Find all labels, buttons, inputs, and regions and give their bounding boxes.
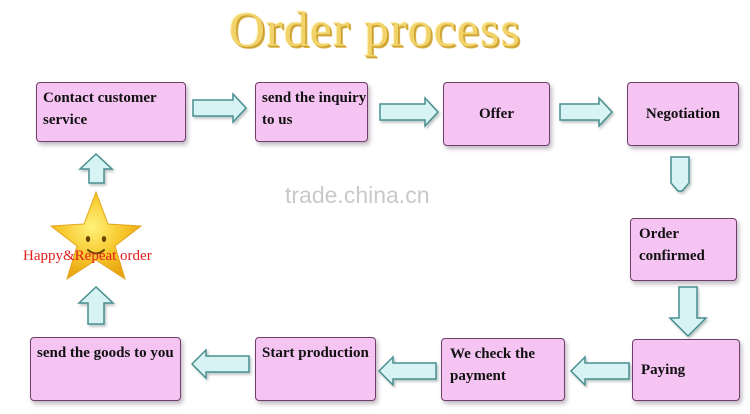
page-title: Order process — [228, 1, 522, 57]
step-label: Contact customer service — [43, 90, 157, 128]
arrow-up-icon — [78, 152, 114, 184]
step-negotiation: Negotiation — [627, 82, 739, 146]
arrow-left-icon — [377, 355, 437, 387]
step-label: send the goods to you — [37, 345, 174, 361]
step-send-inquiry: send the inquiry to us — [255, 82, 368, 142]
step-order-confirmed: Order confirmed — [630, 218, 737, 281]
arrow-right-icon — [192, 92, 248, 124]
arrow-left-icon — [569, 355, 630, 387]
step-send-goods: send the goods to you — [30, 337, 181, 401]
step-paying: Paying — [632, 339, 740, 401]
arrow-right-icon — [559, 96, 614, 128]
step-label: Paying — [641, 362, 686, 378]
happy-repeat-order-label: Happy&Repeat order — [23, 248, 152, 264]
step-label: We check the payment — [450, 346, 535, 384]
step-contact-customer-service: Contact customer service — [36, 82, 186, 142]
step-label: Negotiation — [645, 106, 721, 122]
arrow-up-icon — [77, 285, 115, 325]
step-check-payment: We check the payment — [441, 338, 565, 401]
arrow-down-icon — [670, 156, 690, 192]
step-offer: Offer — [443, 82, 550, 146]
step-label: send the inquiry to us — [262, 90, 367, 128]
watermark: trade.china.cn — [285, 182, 430, 208]
step-label: Start production — [262, 345, 369, 361]
step-label: Offer — [479, 106, 514, 122]
arrow-down-icon — [668, 286, 708, 338]
step-start-production: Start production — [255, 337, 376, 401]
arrow-left-icon — [190, 348, 250, 380]
step-label: Order confirmed — [639, 226, 705, 264]
smiling-star-icon — [49, 190, 143, 281]
arrow-right-icon — [379, 96, 440, 128]
